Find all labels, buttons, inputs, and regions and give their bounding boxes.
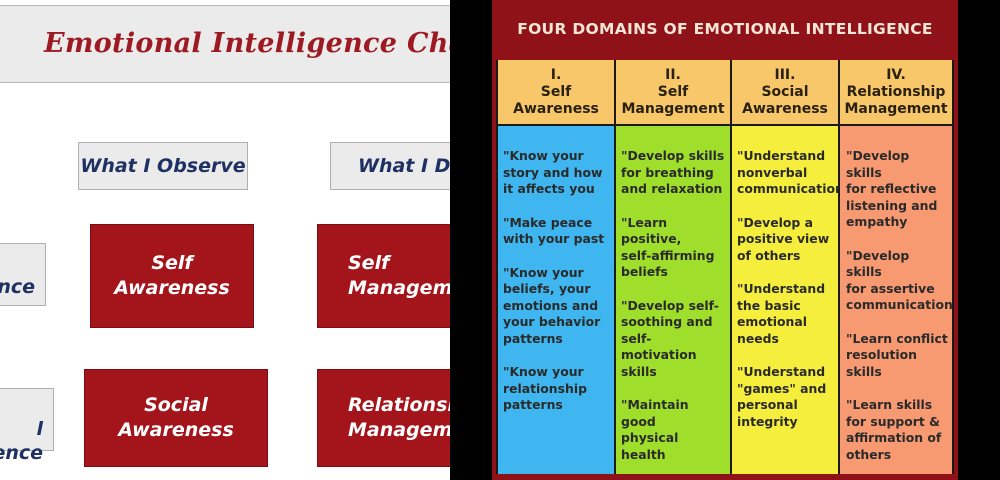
chart-title-box: Emotional Intelligence Chart [0,5,450,83]
emotional-intelligence-chart-panel: Emotional Intelligence Chart What I Obse… [0,0,450,480]
domain-column-self-management: II. Self Management "Develop skills for … [616,60,730,474]
box-label: Relationship Management [348,394,450,441]
domain-column-self-awareness: I. Self Awareness "Know your story and h… [498,60,614,474]
box-label: Self Management [348,252,450,299]
list-item: "Develop skills for assertive communicat… [846,247,953,313]
header-what-i-do: What I Do [330,142,450,190]
column-header: IV. Relationship Management [840,60,952,124]
domains-table: I. Self Awareness "Know your story and h… [496,60,954,474]
column-body: "Develop skills for reflective listening… [840,126,953,474]
list-item: "Know your relationship patterns [503,364,587,412]
box-self-management: Self Management [317,224,450,328]
box-self-awareness: Self Awareness [90,224,254,328]
list-item: "Learn conflict resolution skills [846,330,948,379]
list-item: "Learn positive, self-affirming beliefs [621,214,715,280]
column-body: "Develop skills for breathing and relaxa… [616,126,730,474]
box-social-awareness: Social Awareness [84,369,268,467]
domain-column-social-awareness: III. Social Awareness "Understand nonver… [732,60,844,474]
list-item: "Maintain good physical health [621,397,689,462]
column-numeral: I. [550,66,562,83]
list-item: "Make peace with your past [503,214,605,247]
column-header: I. Self Awareness [498,60,614,124]
list-item: "Develop a positive view of others [737,214,830,263]
side-label-social-competence: l ence [0,388,54,464]
box-label: Self Awareness [114,252,230,299]
column-numeral: IV. [886,66,906,83]
side-label-personal-competence: nce [0,243,46,306]
column-header: II. Self Management [616,60,730,124]
column-header: III. Social Awareness [732,60,838,124]
four-domains-title: FOUR DOMAINS OF EMOTIONAL INTELLIGENCE [517,20,933,38]
list-item: "Understand "games" and personal integri… [737,364,827,429]
column-body: "Know your story and how it affects you … [498,126,614,474]
list-item: "Learn skills for support & affirmation … [846,397,942,462]
column-numeral: III. [774,66,796,83]
list-item: "Develop self- soothing and self-motivat… [621,297,719,379]
four-domains-panel: FOUR DOMAINS OF EMOTIONAL INTELLIGENCE I… [492,0,958,480]
column-heading: Social Awareness [742,83,828,117]
side-label-text: nce [0,276,35,298]
column-heading: Self Management [621,83,725,117]
column-heading: Relationship Management [844,83,948,117]
list-item: "Develop skills for breathing and relaxa… [621,148,725,196]
list-item: "Understand the basic emotional needs [737,281,826,346]
list-item: "Know your story and how it affects you [503,148,603,196]
chart-title: Emotional Intelligence Chart [44,28,450,59]
box-label: Social Awareness [118,394,234,441]
list-item: "Develop skills for reflective listening… [846,148,938,229]
list-item: "Understand nonverbal communication [737,148,844,196]
column-body: "Understand nonverbal communication "Dev… [732,126,844,474]
list-item: "Know your beliefs, your emotions and yo… [503,264,601,346]
side-label-text: l ence [0,418,43,464]
column-heading: Self Awareness [513,83,599,117]
column-numeral: II. [665,66,681,83]
box-relationship-management: Relationship Management [317,369,450,467]
domain-column-relationship-management: IV. Relationship Management "Develop ski… [840,60,953,474]
header-what-i-observe: What I Observe [78,142,248,190]
